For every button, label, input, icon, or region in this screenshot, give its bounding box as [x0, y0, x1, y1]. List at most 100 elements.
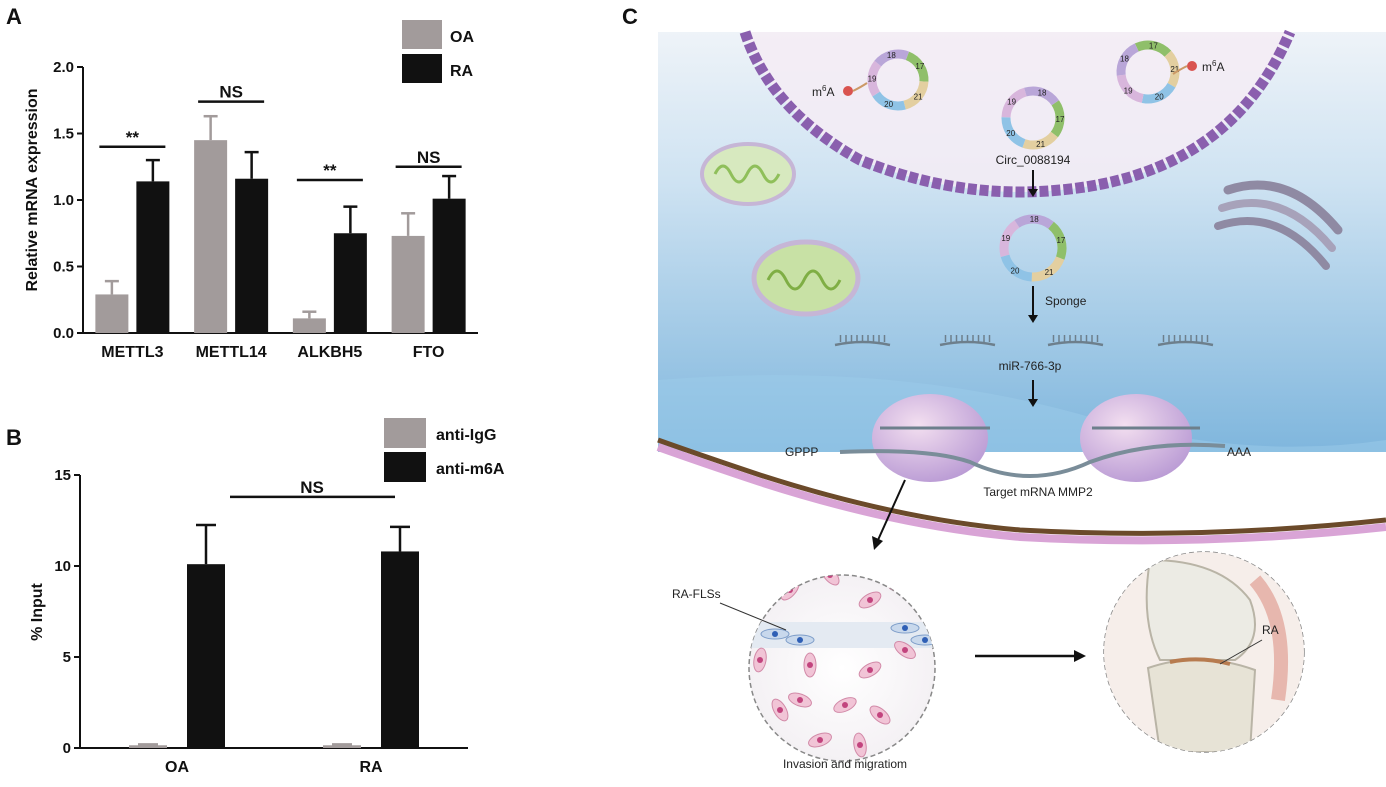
fls-cell: [858, 591, 882, 609]
exon-segment: [1116, 74, 1144, 103]
significance-label: **: [126, 128, 140, 147]
exon-segment: [1001, 87, 1027, 118]
exon-number: 19: [1124, 86, 1133, 95]
y-tick-label: 2.0: [53, 59, 74, 76]
fls-inset-circle: [748, 574, 936, 762]
y-tick-label: 0.5: [53, 259, 74, 276]
legend-swatch-ra: [402, 54, 442, 83]
exon-number: 17: [1056, 115, 1065, 124]
cristae-2: [766, 269, 842, 291]
cell-nucleus: [902, 647, 908, 653]
exon-number: 21: [1036, 140, 1045, 149]
m6a-right-dot: [1187, 61, 1197, 71]
exon-segment: [905, 51, 929, 82]
m6a-right-group: m6A: [1172, 59, 1224, 75]
panel-a-legend: OA RA: [402, 20, 474, 83]
exon-number: 18: [1120, 55, 1129, 64]
cell-body: [820, 575, 840, 586]
bar-anti-m6a-ra: [381, 551, 419, 748]
eroded-cartilage: [1169, 657, 1231, 666]
m6a-right-link: [1172, 65, 1188, 75]
y-tick-label: 0: [63, 740, 71, 757]
x-tick-label: METTL3: [101, 344, 163, 361]
exon-number: 20: [1006, 129, 1015, 138]
knee-joint: [1104, 552, 1304, 752]
significance-label: **: [323, 161, 337, 180]
panel-a-letter: A: [6, 4, 22, 29]
nuclear-envelope: [739, 29, 1296, 198]
panel-b-letter: B: [6, 425, 22, 450]
exon-segment: [999, 220, 1020, 257]
fls-cell: [803, 652, 817, 678]
cristae-1: [713, 164, 781, 184]
mirna-label: miR-766-3p: [999, 359, 1062, 373]
x-tick-label: ALKBH5: [297, 344, 362, 361]
y-tick-label: 1.0: [53, 192, 74, 209]
mirna-layer: [834, 335, 1214, 347]
fls-cell: [853, 732, 867, 758]
cell-nucleus: [842, 702, 848, 708]
arrowhead-1: [1028, 189, 1038, 197]
cell-nucleus: [777, 707, 783, 713]
water-shade: [658, 375, 1386, 452]
m6a-left-label: m6A: [812, 84, 834, 99]
fls-cell: [771, 698, 789, 722]
fls-cell-blue: [910, 634, 935, 646]
mrna-strand: [839, 442, 1226, 478]
panel-a: A Relative mRNA expression OA RA 0.00.51…: [6, 4, 478, 361]
translation-complex: [839, 394, 1226, 482]
bar-oa-mettl3: [95, 294, 129, 333]
exon-number: 20: [1011, 267, 1020, 276]
soft-tissue: [1249, 575, 1289, 702]
femur: [1145, 558, 1256, 661]
legend-swatch-igg: [384, 418, 426, 448]
fls-cell-blue: [890, 622, 920, 634]
y-tick-label: 15: [54, 467, 71, 484]
exon-number: 19: [868, 75, 877, 84]
cell-nucleus: [827, 575, 833, 578]
golgi-stack-2: [1218, 199, 1336, 252]
exon-number: 17: [915, 62, 924, 71]
y-tick-label: 10: [54, 558, 71, 575]
exon-segment: [1014, 214, 1054, 229]
arrowhead-4: [872, 536, 883, 550]
fls-cell: [858, 661, 882, 679]
fls-cell: [808, 732, 832, 748]
exon-number: 21: [914, 92, 923, 101]
fls-cell: [753, 647, 767, 673]
legend-label-ra: RA: [450, 63, 474, 80]
fls-cell-blue: [785, 634, 815, 646]
panel-b-ylabel: % Input: [29, 582, 46, 640]
cell-nucleus: [877, 712, 883, 718]
mirna-molecule: [1047, 335, 1104, 347]
bar-oa-mettl14: [194, 140, 228, 333]
exon-number: 18: [1030, 215, 1039, 224]
cell-nucleus: [902, 625, 908, 631]
knee-ra-label: RA: [1262, 623, 1279, 637]
fls-cell: [894, 641, 916, 659]
cell-nucleus: [807, 662, 813, 668]
fls-cells: [750, 575, 935, 758]
m6a-right-label: m6A: [1202, 59, 1224, 74]
sponge-label: Sponge: [1045, 294, 1087, 308]
cell-membrane: [657, 437, 1386, 536]
knee-inset: RA: [1103, 551, 1305, 753]
cell-nucleus: [757, 657, 763, 663]
cell-nucleus: [797, 637, 803, 643]
exon-number: 21: [1045, 268, 1054, 277]
exon-segment: [903, 80, 929, 110]
exon-segment: [1050, 100, 1065, 138]
mirna-molecule: [834, 335, 891, 347]
cap-label: GPPP: [785, 445, 818, 459]
exon-number: 17: [1149, 42, 1158, 51]
fls-cell: [869, 705, 891, 725]
circ-label: Circ_0088194: [996, 153, 1071, 167]
fls-cell-blue: [760, 628, 790, 640]
fls-cell: [788, 692, 812, 708]
legend-label-m6a: anti-m6A: [436, 461, 505, 478]
arrowhead-5: [1074, 650, 1086, 662]
